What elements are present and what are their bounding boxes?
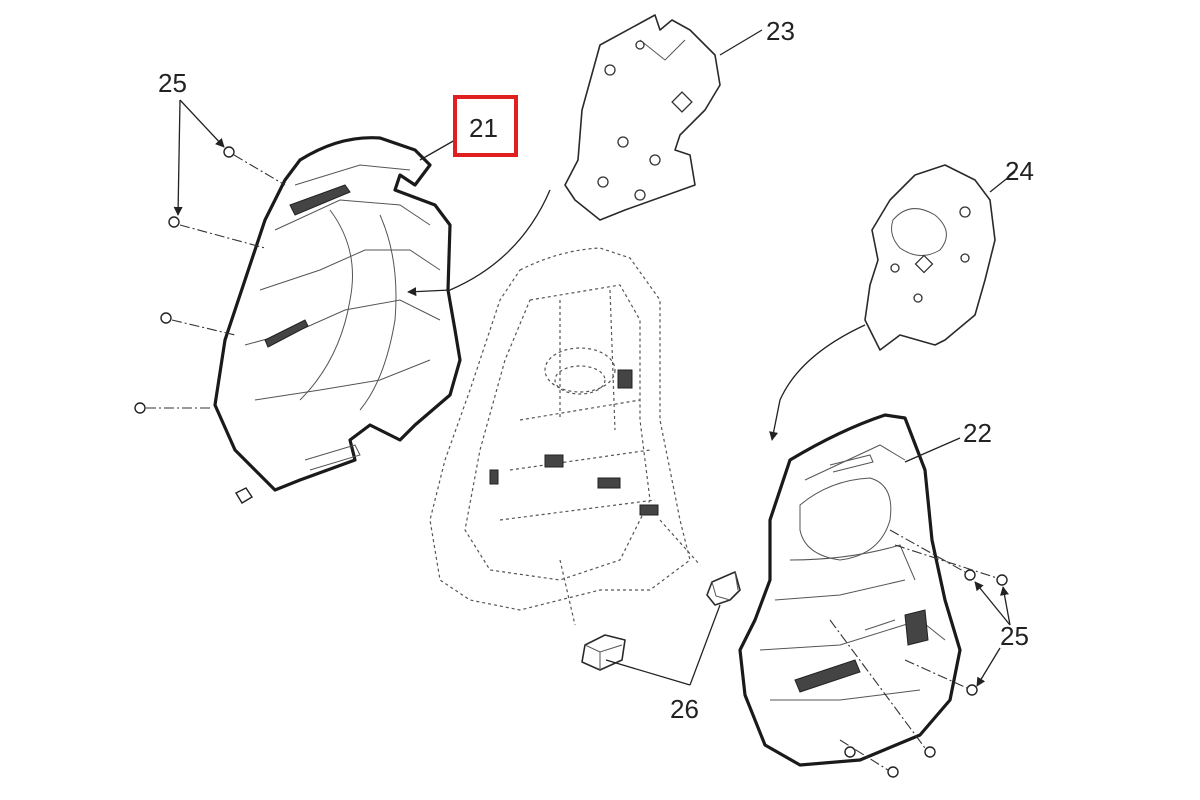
alignment-lines bbox=[146, 154, 998, 771]
part-26-clips bbox=[581, 571, 741, 671]
part-21-back-panel bbox=[213, 136, 462, 492]
part-22-rear-panel bbox=[738, 413, 962, 767]
callout-26: 26 bbox=[670, 694, 699, 724]
callout-25-right: 25 bbox=[1000, 621, 1029, 651]
leader-lines bbox=[173, 29, 1016, 687]
callout-25-left: 25 bbox=[158, 68, 187, 98]
callout-21: 21 bbox=[469, 113, 498, 143]
part-24-sheet bbox=[864, 164, 996, 351]
part-25-fasteners bbox=[134, 146, 1008, 778]
highlight-box-21 bbox=[453, 95, 518, 157]
callout-24: 24 bbox=[1005, 156, 1034, 186]
seat-frame-dashed bbox=[429, 247, 701, 626]
part-23-sheet bbox=[564, 14, 721, 221]
callout-23: 23 bbox=[766, 16, 795, 46]
callout-22: 22 bbox=[963, 418, 992, 448]
